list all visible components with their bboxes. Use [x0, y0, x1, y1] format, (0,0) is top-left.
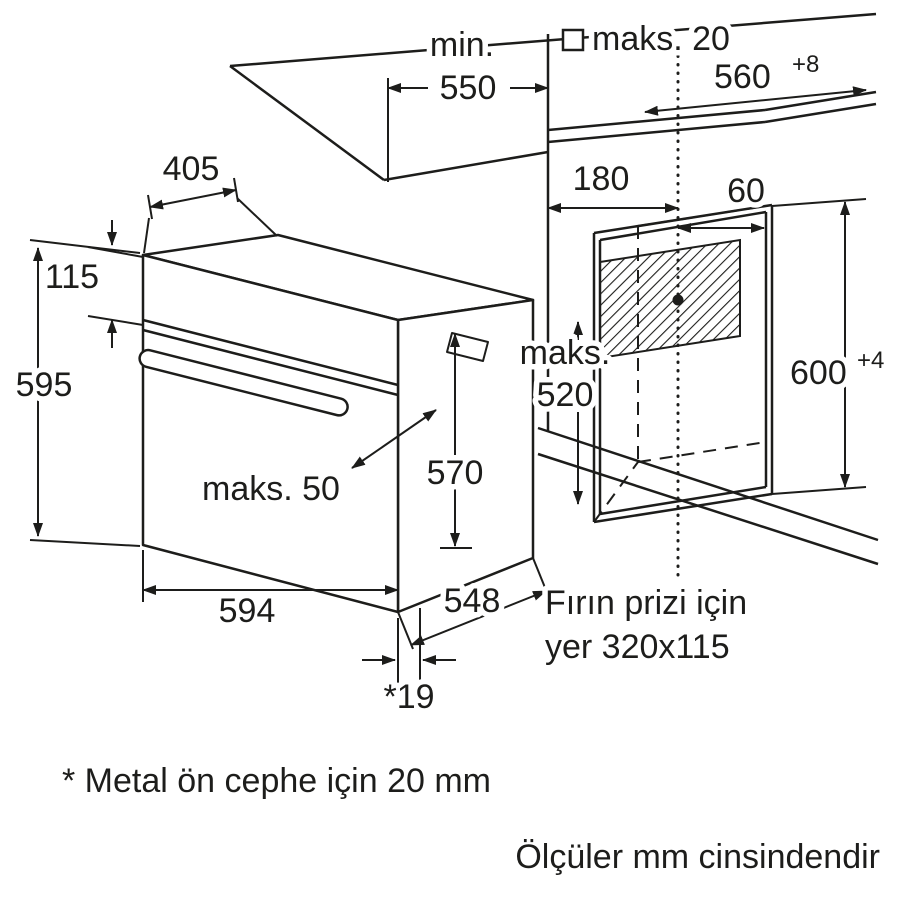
dim-niche-width-tolerance: +8: [792, 51, 819, 78]
socket-note-line2: yer 320x115: [545, 628, 730, 666]
labels: min. 550 maks. 20 560 +8 405 180 60 115 …: [10, 15, 890, 882]
dim-maks520-value: 520: [537, 376, 594, 414]
dim-niche-height-tolerance: +4: [857, 347, 884, 374]
dim-min550-prefix: min.: [430, 26, 494, 64]
dim-405: 405: [163, 150, 220, 188]
dim-niche-width: 560: [714, 58, 771, 96]
dim-595: 595: [16, 366, 73, 404]
socket-area-hatch: [599, 238, 741, 360]
dim-570: 570: [427, 454, 484, 492]
footnote: * Metal ön cephe için 20 mm: [62, 762, 491, 800]
dim-niche-height: 600: [790, 354, 847, 392]
dim-115: 115: [45, 258, 99, 296]
dim-19: *19: [383, 678, 434, 716]
dim-60: 60: [727, 172, 765, 210]
oven-door-handle: [138, 348, 349, 417]
dim-180: 180: [573, 160, 630, 198]
units-note: Ölçüler mm cinsindendir: [515, 838, 880, 876]
dim-maks520-prefix: maks.: [520, 334, 611, 372]
dim-min550-value: 550: [440, 69, 497, 107]
control-panel-line-1: [142, 318, 399, 387]
socket-note-line1: Fırın prizi için: [545, 584, 747, 622]
control-panel-line-2: [142, 328, 399, 397]
dim-548: 548: [444, 582, 501, 620]
oven: [138, 233, 535, 614]
square-symbol: [561, 28, 585, 52]
dim-maks50: maks. 50: [202, 470, 340, 508]
socket-point: [672, 294, 684, 306]
dimension-lines: [29, 78, 867, 694]
dim-594: 594: [219, 592, 276, 630]
cabinet-niche: [592, 54, 774, 584]
dim-maks20-label: maks. 20: [592, 20, 730, 58]
